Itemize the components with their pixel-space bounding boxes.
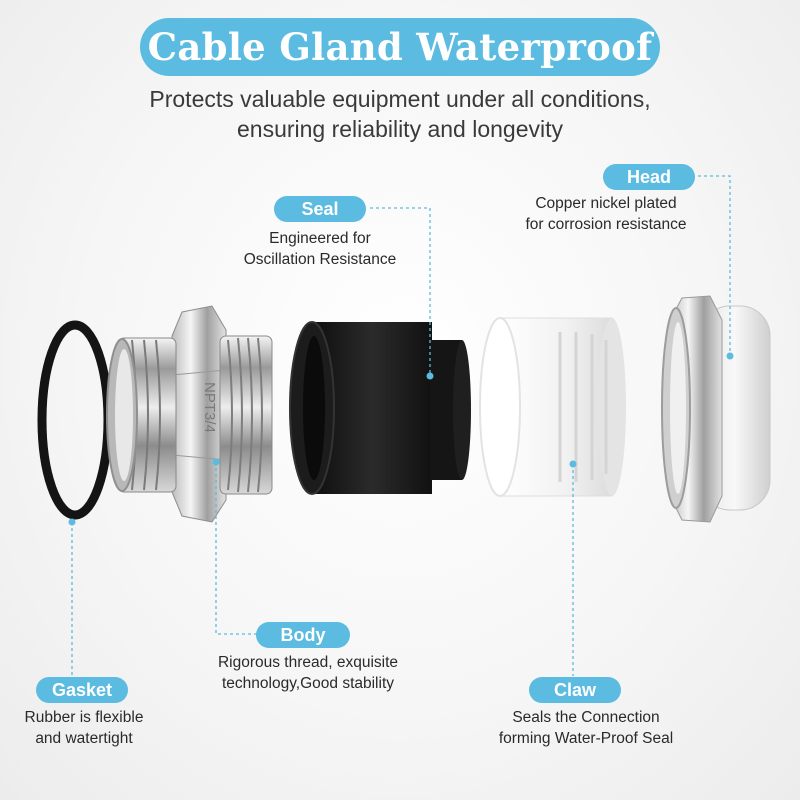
seal-part [289, 321, 471, 495]
body-desc-line-1: Rigorous thread, exquisite [217, 654, 399, 671]
head-description: Copper nickel plated for corrosion resis… [506, 193, 706, 235]
body-desc-line-2: technology,Good stability [221, 675, 395, 692]
body-label: Body [256, 622, 350, 648]
seal-leader-line [370, 207, 431, 376]
title-banner: Cable Gland Waterproof [140, 18, 660, 76]
claw-part [479, 317, 626, 497]
body-leader-line [215, 462, 258, 635]
gasket-pointer-dot [68, 518, 76, 526]
seal-label: Seal [274, 196, 366, 222]
head-label: Head [603, 164, 695, 190]
head-desc-line-2: for corrosion resistance [525, 216, 687, 233]
claw-label: Claw [529, 677, 621, 703]
seal-description: Engineered for Oscillation Resistance [220, 228, 420, 270]
subtitle-line-2: ensuring reliability and longevity [236, 116, 564, 142]
seal-desc-line-2: Oscillation Resistance [243, 251, 397, 268]
body-pointer-dot [212, 458, 220, 466]
gasket-description: Rubber is flexible and watertight [2, 707, 166, 749]
seal-pointer-dot [426, 372, 434, 380]
gasket-label-text: Gasket [51, 679, 113, 700]
body-part [106, 305, 273, 523]
claw-label-text: Claw [553, 679, 596, 700]
claw-desc-line-2: forming Water-Proof Seal [498, 730, 674, 747]
seal-label-text: Seal [301, 198, 339, 219]
head-desc-line-1: Copper nickel plated [535, 195, 677, 212]
body-marking: NPT3/4 [201, 382, 218, 433]
gasket-ring [37, 320, 113, 520]
gasket-desc-line-1: Rubber is flexible [24, 709, 144, 726]
seal-desc-line-1: Engineered for [269, 230, 371, 247]
gasket-label: Gasket [36, 677, 128, 703]
head-pointer-dot [726, 352, 734, 360]
leader-dots [68, 352, 734, 526]
body-description: Rigorous thread, exquisite technology,Go… [198, 652, 418, 694]
head-part [661, 295, 771, 523]
claw-description: Seals the Connection forming Water-Proof… [474, 707, 698, 749]
page-title: Cable Gland Waterproof [147, 25, 653, 69]
claw-desc-line-1: Seals the Connection [512, 709, 660, 726]
claw-pointer-dot [569, 460, 577, 468]
subtitle: Protects valuable equipment under all co… [0, 84, 800, 144]
subtitle-line-1: Protects valuable equipment under all co… [149, 86, 651, 112]
gasket-desc-line-2: and watertight [35, 730, 133, 747]
body-label-text: Body [280, 624, 326, 645]
head-label-text: Head [626, 166, 671, 187]
leader-lines [71, 175, 731, 676]
head-leader-line [680, 175, 731, 356]
